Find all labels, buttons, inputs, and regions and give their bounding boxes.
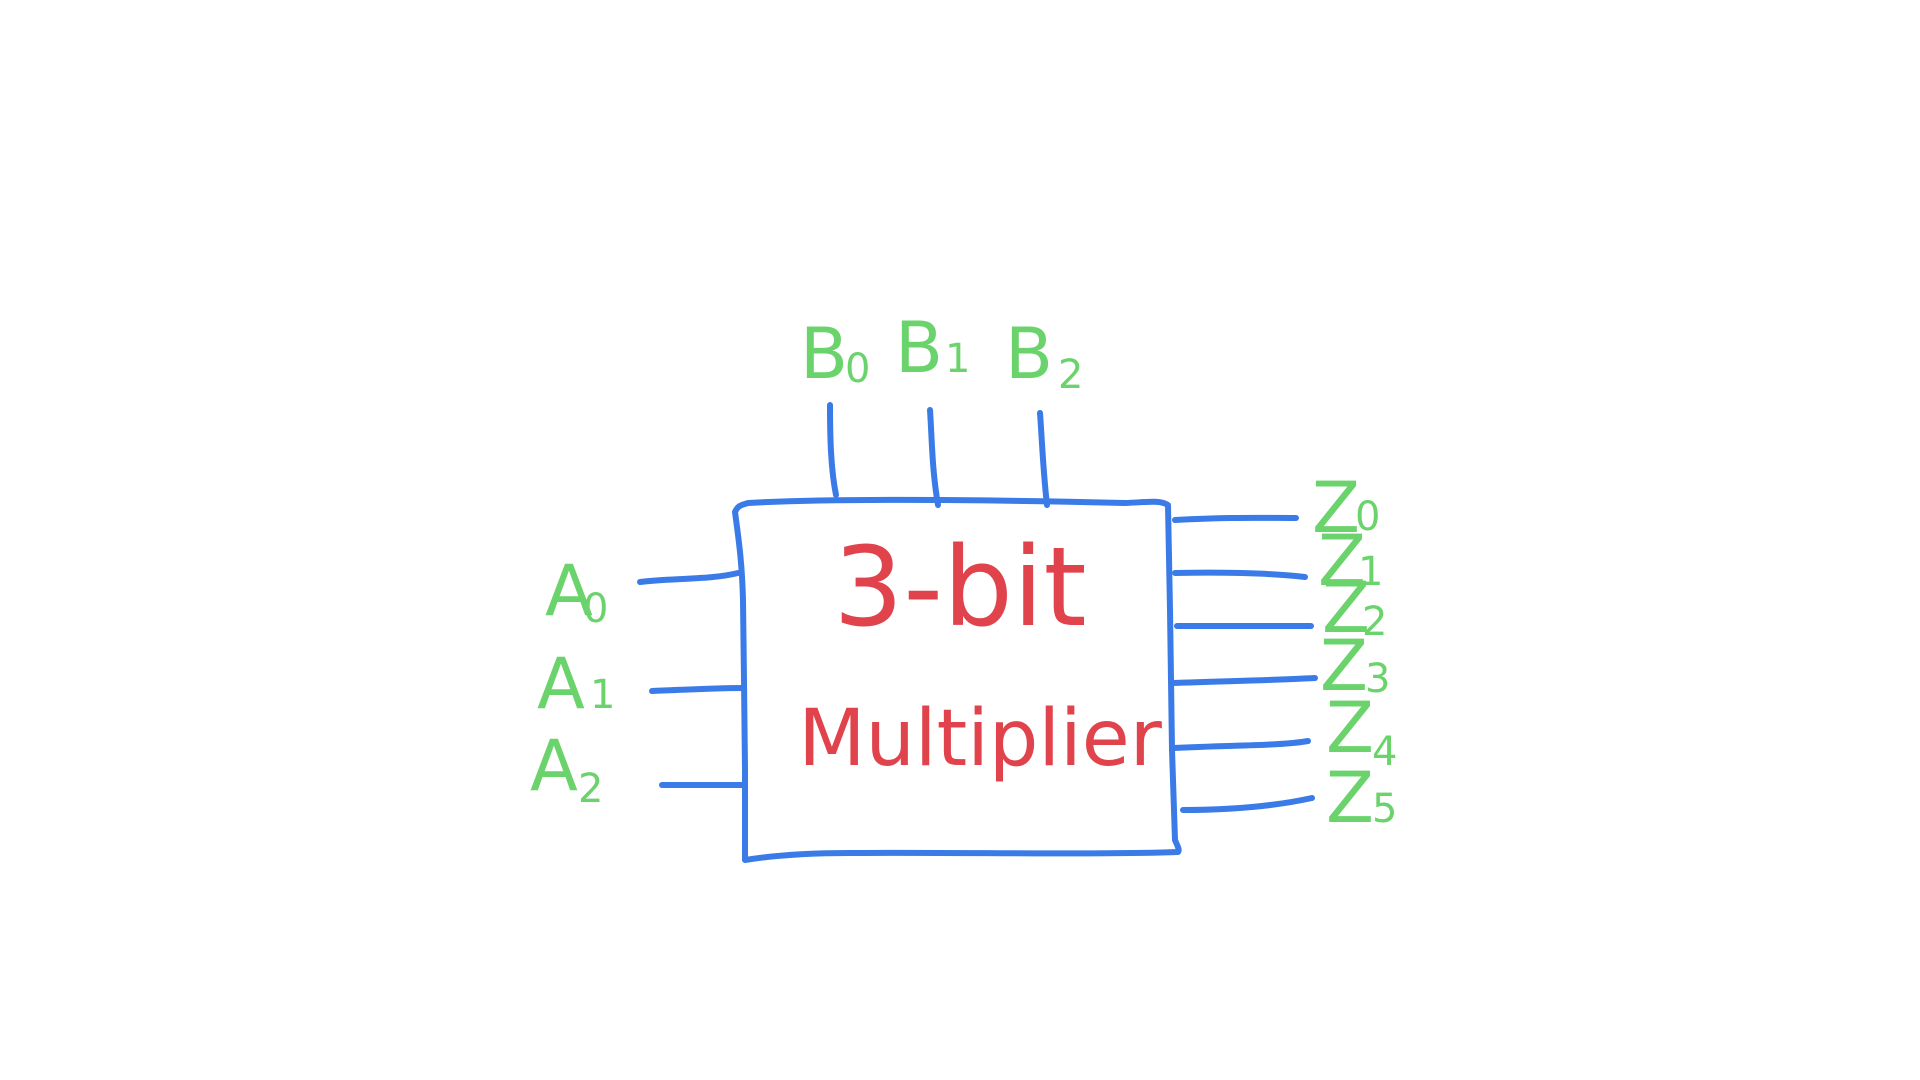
label-z2-index: 2 [1362, 599, 1387, 645]
label-b2-letter: B [1005, 313, 1053, 395]
label-a1: A 1 [537, 643, 615, 725]
label-z5-index: 5 [1372, 786, 1397, 832]
label-a2: A 2 [530, 725, 603, 812]
wire-z1 [1172, 569, 1308, 580]
label-z3: Z 3 [1320, 625, 1390, 707]
label-z3-letter: Z [1320, 625, 1368, 707]
wire-a1 [649, 685, 745, 694]
wire-z0 [1172, 514, 1299, 523]
label-z5-letter: Z [1326, 757, 1374, 839]
wire-z3 [1169, 675, 1318, 686]
wire-b2 [1037, 410, 1050, 508]
label-b1: B 1 [895, 307, 970, 389]
label-a0: A 0 [545, 550, 608, 632]
label-z2: Z 2 [1322, 567, 1387, 649]
label-b0-index: 0 [845, 346, 870, 392]
multiplier-block [732, 496, 1182, 863]
label-b2-index: 2 [1058, 352, 1083, 398]
label-b2: B 2 [1005, 313, 1083, 398]
label-z4: Z 4 [1326, 687, 1397, 775]
label-z4-index: 4 [1372, 729, 1397, 775]
label-b1-index: 1 [945, 336, 970, 382]
label-z1: Z 1 [1318, 520, 1383, 602]
label-z1-letter: Z [1318, 520, 1366, 602]
label-b0: B 0 [800, 313, 870, 395]
block-title-line2: Multiplier [798, 694, 1163, 784]
label-z1-index: 1 [1358, 549, 1383, 595]
label-a2-letter: A [530, 725, 578, 807]
label-z4-letter: Z [1326, 687, 1374, 769]
wire-z5 [1180, 795, 1315, 813]
wire-a0 [637, 570, 741, 585]
wire-b1 [927, 407, 941, 508]
label-z5: Z 5 [1326, 757, 1397, 839]
label-b1-letter: B [895, 307, 943, 389]
label-a0-index: 0 [583, 586, 608, 632]
label-a1-letter: A [537, 643, 585, 725]
block-title-line1: 3-bit [833, 523, 1086, 651]
label-z0-letter: Z [1312, 467, 1360, 549]
label-z2-letter: Z [1322, 567, 1370, 649]
label-a1-index: 1 [590, 672, 615, 718]
label-a0-letter: A [545, 550, 593, 632]
label-z0-index: 0 [1355, 494, 1380, 540]
label-z0: Z 0 [1312, 467, 1380, 549]
wire-b0 [827, 402, 839, 498]
label-a2-index: 2 [578, 766, 603, 812]
wire-z4 [1171, 738, 1311, 751]
label-b0-letter: B [800, 313, 848, 395]
label-z3-index: 3 [1365, 656, 1390, 702]
